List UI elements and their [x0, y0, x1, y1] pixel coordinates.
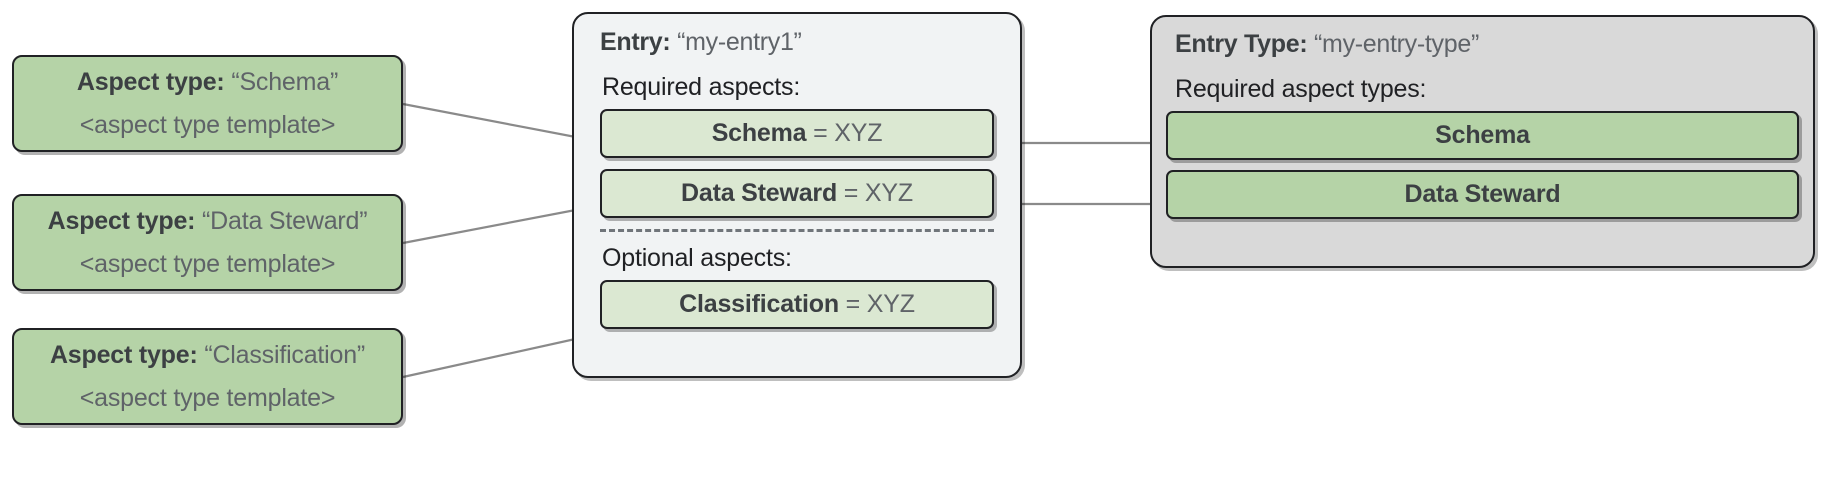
entry-title-value: “my-entry1”	[677, 28, 802, 56]
aspect-chip-value: = XYZ	[843, 179, 913, 207]
entry-panel[interactable]: Entry: “my-entry1” Required aspects: Sch…	[572, 12, 1022, 378]
aspect-type-card-title: Aspect type: “Classification”	[50, 341, 365, 370]
aspect-type-card-title: Aspect type: “Schema”	[77, 68, 338, 97]
entry-type-panel-title: Entry Type: “my-entry-type”	[1175, 30, 1799, 59]
entry-type-title-prefix: Entry Type:	[1175, 30, 1308, 58]
entry-type-panel[interactable]: Entry Type: “my-entry-type” Required asp…	[1150, 15, 1815, 268]
aspect-chip-value: = XYZ	[845, 290, 915, 318]
aspect-chip-name: Data Steward	[681, 179, 838, 207]
aspect-type-template-text: <aspect type template>	[79, 383, 336, 412]
aspect-chip-label: Classification = XYZ	[679, 290, 915, 319]
entry-optional-aspects-label: Optional aspects:	[602, 244, 792, 272]
aspect-type-card-data-steward[interactable]: Aspect type: “Data Steward” <aspect type…	[12, 194, 403, 291]
aspect-chip-label: Schema = XYZ	[712, 119, 883, 148]
entry-type-required-label: Required aspect types:	[1175, 75, 1427, 103]
aspect-type-card-title: Aspect type: “Data Steward”	[48, 207, 368, 236]
aspect-type-template-text: <aspect type template>	[79, 249, 336, 278]
entry-type-required-aspect-schema[interactable]: Schema	[1166, 111, 1799, 160]
aspect-chip-name: Schema	[711, 119, 807, 147]
entry-type-required-aspect-data-steward[interactable]: Data Steward	[1166, 170, 1799, 219]
aspect-type-label-prefix: Aspect type:	[49, 340, 198, 369]
type-chip-label: Schema	[1435, 121, 1530, 149]
entry-type-title-value: “my-entry-type”	[1314, 30, 1479, 58]
entry-optional-aspect-classification[interactable]: Classification = XYZ	[600, 280, 994, 329]
entry-required-aspect-schema[interactable]: Schema = XYZ	[600, 109, 994, 158]
aspect-type-card-classification[interactable]: Aspect type: “Classification” <aspect ty…	[12, 328, 403, 425]
required-optional-divider	[600, 229, 994, 232]
entry-panel-title: Entry: “my-entry1”	[600, 28, 994, 57]
aspect-type-label-prefix: Aspect type:	[76, 67, 225, 96]
aspect-type-label-prefix: Aspect type:	[47, 206, 196, 235]
aspect-chip-value: = XYZ	[813, 119, 883, 147]
aspect-type-card-schema[interactable]: Aspect type: “Schema” <aspect type templ…	[12, 55, 403, 152]
aspect-type-template-text: <aspect type template>	[79, 110, 336, 139]
type-chip-label: Data Steward	[1404, 180, 1561, 208]
entry-required-aspects-label: Required aspects:	[602, 73, 801, 101]
aspect-chip-label: Data Steward = XYZ	[681, 179, 913, 208]
aspect-chip-name: Classification	[679, 290, 839, 318]
entry-title-prefix: Entry:	[600, 28, 671, 56]
entry-required-aspect-data-steward[interactable]: Data Steward = XYZ	[600, 169, 994, 218]
aspect-type-label-value: “Schema”	[231, 67, 339, 96]
aspect-type-label-value: “Data Steward”	[202, 206, 368, 235]
aspect-type-label-value: “Classification”	[204, 340, 366, 369]
